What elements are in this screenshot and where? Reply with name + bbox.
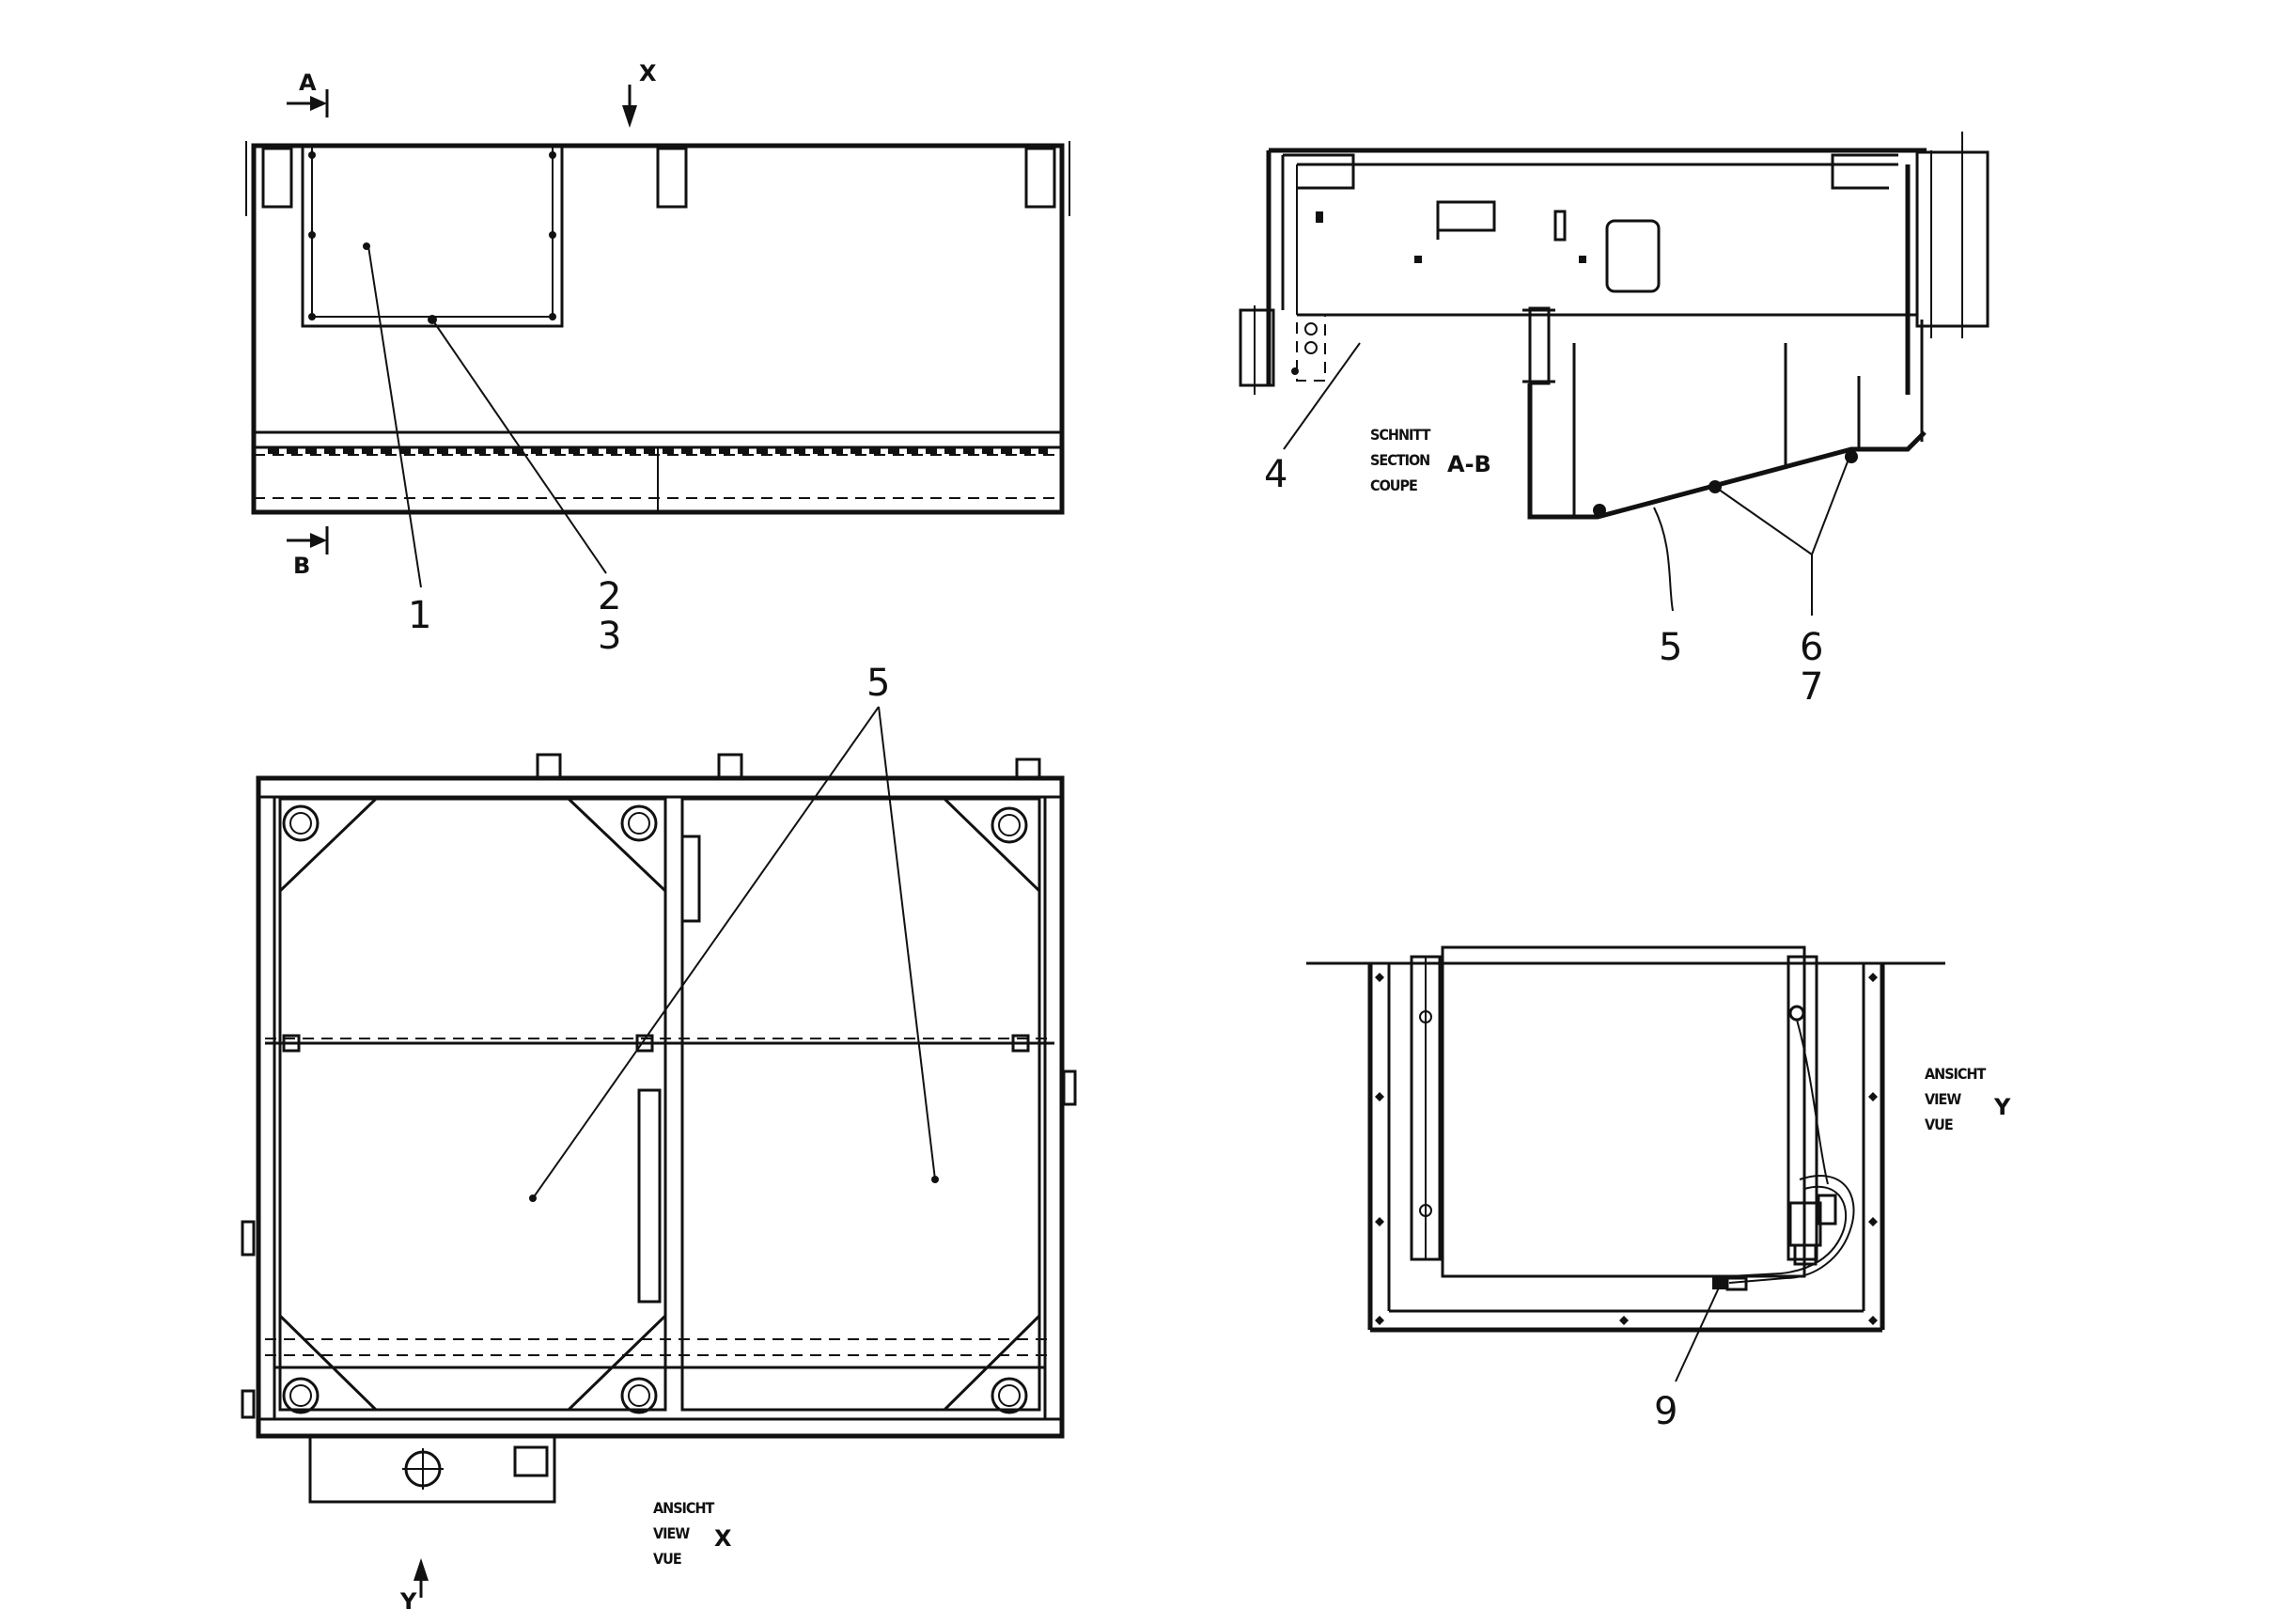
- callout-9: 9: [1654, 1390, 1677, 1433]
- callout-4: 4: [1264, 453, 1287, 496]
- top-view: A B X 1 2 3: [245, 60, 1070, 658]
- section-arrow-a: A: [287, 70, 329, 117]
- view-arrow-y: Y: [399, 1558, 429, 1615]
- bottom-view-x: Y ANSICHT VIEW VUE X 5: [241, 662, 1077, 1615]
- view-arrow-x: X: [622, 60, 657, 128]
- section-label-tag: A-B: [1447, 451, 1491, 477]
- marker-x: X: [639, 60, 657, 86]
- corner-markers: [1375, 973, 1878, 1325]
- section-label-line3: COUPE: [1370, 476, 1417, 494]
- mount-circles: [282, 804, 1028, 1414]
- view-y: ANSICHT VIEW VUE Y 9: [1306, 945, 2011, 1433]
- marker-a: A: [299, 70, 317, 96]
- view-x-label-line2: VIEW: [653, 1524, 690, 1542]
- view-y-label-line3: VUE: [1925, 1116, 1953, 1133]
- view-y-label-line2: VIEW: [1925, 1090, 1961, 1108]
- callout-7: 7: [1800, 665, 1823, 709]
- marker-b: B: [293, 553, 310, 579]
- callout-5-view: 5: [866, 662, 890, 705]
- callout-3: 3: [598, 615, 621, 658]
- view-x-label-line1: ANSICHT: [653, 1499, 715, 1517]
- section-label-line2: SECTION: [1370, 451, 1429, 469]
- section-view-a-b: SCHNITT SECTION COUPE A-B 4 5 6 7: [1239, 132, 1989, 709]
- marker-y: Y: [399, 1588, 417, 1615]
- section-label-line1: SCHNITT: [1370, 426, 1431, 444]
- view-y-label-tag: Y: [1993, 1094, 2011, 1120]
- section-arrow-b: B: [287, 526, 329, 579]
- view-y-label-line1: ANSICHT: [1925, 1065, 1987, 1083]
- callout-1: 1: [408, 594, 431, 637]
- view-x-label-line3: VUE: [653, 1550, 681, 1568]
- callout-5-section: 5: [1659, 626, 1682, 669]
- callout-2: 2: [598, 575, 621, 618]
- view-x-label-tag: X: [714, 1525, 732, 1552]
- callout-6: 6: [1800, 626, 1823, 669]
